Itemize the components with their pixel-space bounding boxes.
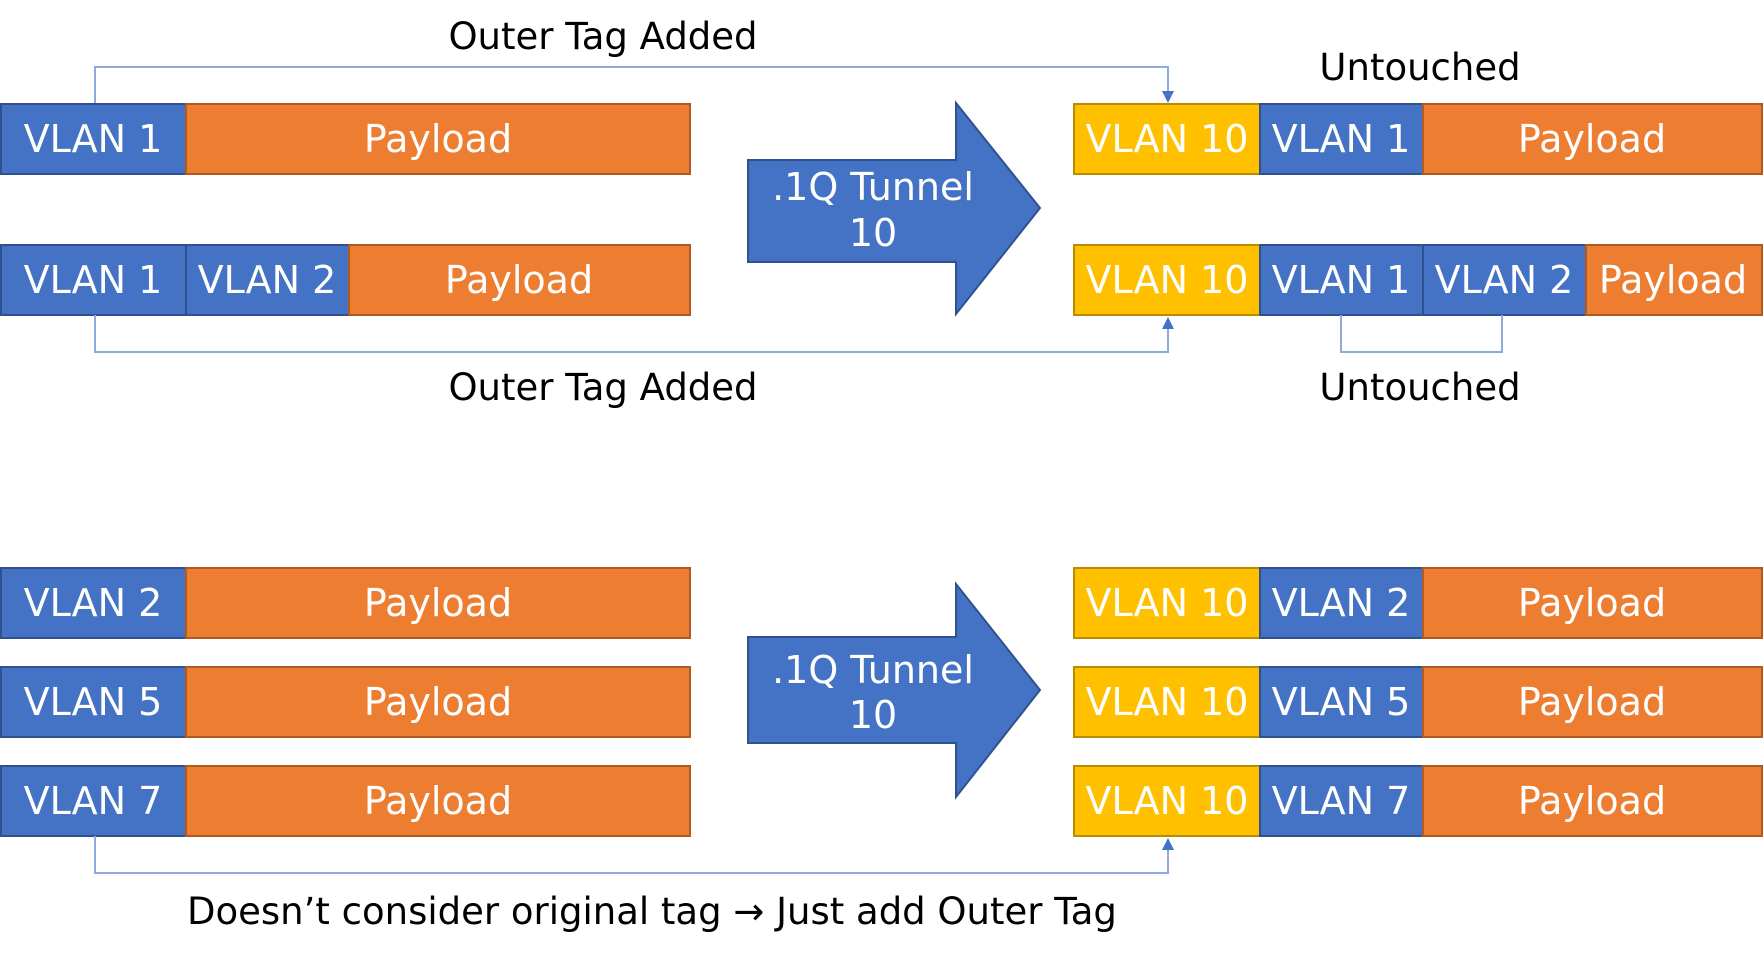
outer-tag	[1073, 567, 1261, 639]
payload-label: Payload	[364, 117, 512, 161]
arrowhead-icon	[1162, 317, 1174, 329]
vlan-tag-label: VLAN 7	[1272, 779, 1411, 823]
payload-box	[1422, 666, 1763, 738]
vlan-tag-label: VLAN 1	[1272, 258, 1411, 302]
vlan-tag-label: VLAN 1	[1272, 117, 1411, 161]
vlan-tag-label: VLAN 5	[1272, 680, 1411, 724]
output-frame-2: VLAN 10 VLAN 1 VLAN 2 Payload	[1073, 244, 1763, 316]
outer-tag	[1073, 244, 1261, 316]
payload-label: Payload	[1518, 680, 1666, 724]
vlan-tag-label: VLAN 2	[1435, 258, 1574, 302]
right-arrow-icon	[747, 100, 1042, 317]
tunnel-label-line2: 10	[849, 693, 897, 737]
right-arrow-icon	[747, 581, 1042, 800]
outer-tag	[1073, 666, 1261, 738]
vlan-tag-label: VLAN 2	[198, 258, 337, 302]
tunnel-arrow-top: .1Q Tunnel 10	[747, 100, 1042, 317]
arrowhead-icon	[1162, 838, 1174, 850]
vlan-tag	[0, 666, 187, 738]
payload-box	[348, 244, 691, 316]
payload-label: Payload	[364, 680, 512, 724]
payload-label: Payload	[1518, 779, 1666, 823]
input-frame-5: VLAN 7 Payload	[0, 765, 691, 837]
vlan-tag	[0, 567, 187, 639]
vlan-tag-label: VLAN 7	[24, 779, 163, 823]
payload-box	[185, 765, 691, 837]
payload-box	[185, 666, 691, 738]
outer-tag-label: VLAN 10	[1086, 680, 1249, 724]
outer-tag	[1073, 765, 1261, 837]
vlan-tag-label: VLAN 2	[1272, 581, 1411, 625]
vlan-tag	[1422, 244, 1587, 316]
tunnel-label-line1: .1Q Tunnel	[772, 648, 974, 692]
vlan-tag-label: VLAN 2	[24, 581, 163, 625]
vlan-tag	[0, 765, 187, 837]
output-frame-4: VLAN 10 VLAN 5 Payload	[1073, 666, 1763, 738]
vlan-tag	[0, 244, 187, 316]
outer-tag	[1073, 103, 1261, 175]
tunnel-label-line1: .1Q Tunnel	[772, 165, 974, 209]
payload-label: Payload	[1518, 581, 1666, 625]
input-frame-4: VLAN 5 Payload	[0, 666, 691, 738]
label-untouched-bottom: Untouched	[1319, 366, 1520, 409]
output-frame-3: VLAN 10 VLAN 2 Payload	[1073, 567, 1763, 639]
payload-box	[1422, 567, 1763, 639]
vlan-tag-label: VLAN 1	[24, 258, 163, 302]
vlan-tag	[1259, 567, 1424, 639]
input-frame-1: VLAN 1 Payload	[0, 103, 691, 175]
vlan-tag	[0, 103, 187, 175]
vlan-tag-label: VLAN 5	[24, 680, 163, 724]
payload-label: Payload	[445, 258, 593, 302]
outer-tag-label: VLAN 10	[1086, 117, 1249, 161]
payload-label: Payload	[1599, 258, 1747, 302]
tunnel-arrow-bottom: .1Q Tunnel 10	[747, 581, 1042, 800]
vlan-tag-label: VLAN 1	[24, 117, 163, 161]
vlan-tag	[1259, 666, 1424, 738]
caption-just-add-outer-tag: Doesn’t consider original tag → Just add…	[187, 890, 1117, 933]
outer-tag-connector-top	[94, 66, 1169, 103]
outer-tag-label: VLAN 10	[1086, 581, 1249, 625]
payload-box	[185, 567, 691, 639]
label-untouched-top: Untouched	[1319, 46, 1520, 89]
payload-box	[185, 103, 691, 175]
vlan-tag	[1259, 765, 1424, 837]
outer-tag-connector-caption	[94, 836, 1169, 874]
outer-tag-label: VLAN 10	[1086, 258, 1249, 302]
input-frame-3: VLAN 2 Payload	[0, 567, 691, 639]
output-frame-5: VLAN 10 VLAN 7 Payload	[1073, 765, 1763, 837]
payload-box	[1422, 103, 1763, 175]
outer-tag-label: VLAN 10	[1086, 779, 1249, 823]
arrowhead-icon	[1162, 91, 1174, 103]
input-frame-2: VLAN 1 VLAN 2 Payload	[0, 244, 691, 316]
payload-label: Payload	[1518, 117, 1666, 161]
untouched-bracket	[1340, 315, 1503, 353]
label-outer-tag-added-bottom: Outer Tag Added	[448, 366, 757, 409]
payload-label: Payload	[364, 779, 512, 823]
vlan-tag	[1259, 103, 1424, 175]
payload-box	[1585, 244, 1763, 316]
payload-label: Payload	[364, 581, 512, 625]
payload-box	[1422, 765, 1763, 837]
output-frame-1: VLAN 10 VLAN 1 Payload	[1073, 103, 1763, 175]
outer-tag-connector-bottom	[94, 315, 1169, 353]
label-outer-tag-added-top: Outer Tag Added	[448, 15, 757, 58]
tunnel-label-line2: 10	[849, 211, 897, 255]
